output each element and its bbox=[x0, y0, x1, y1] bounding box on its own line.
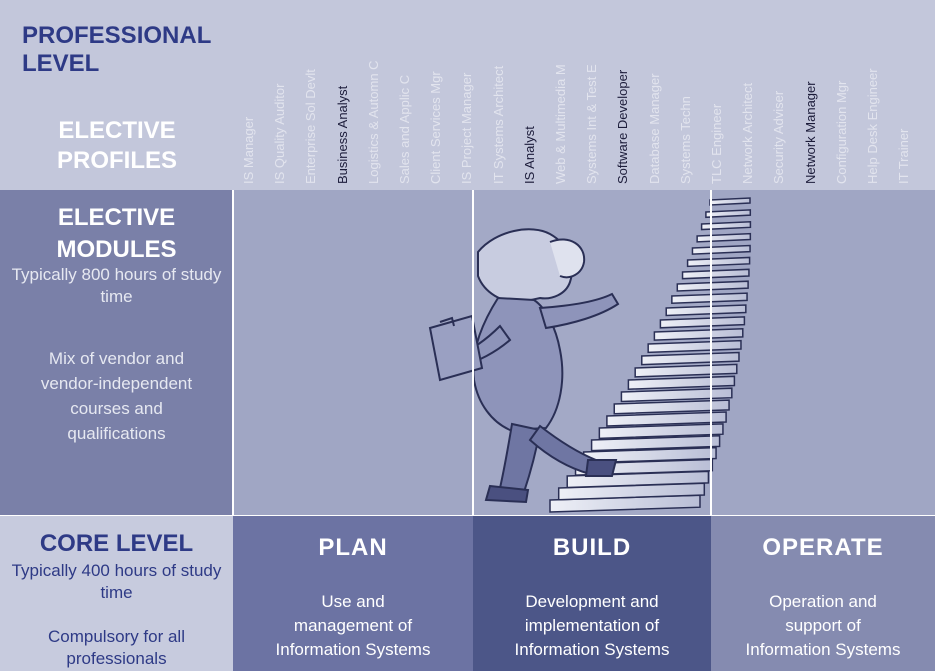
stair-step bbox=[676, 280, 749, 292]
stair-step bbox=[620, 387, 733, 403]
elective-profile-label: Database Manager bbox=[646, 73, 662, 184]
plan-elective-area bbox=[233, 190, 473, 516]
stair-step bbox=[653, 327, 744, 341]
stair-step bbox=[598, 423, 724, 440]
plan-title: PLAN bbox=[318, 534, 388, 561]
elective-profile-label: Configuration Mgr bbox=[833, 80, 849, 184]
core-level-subtitle: Typically 400 hours of study time bbox=[11, 561, 222, 602]
stair-step bbox=[606, 411, 727, 427]
stair-step bbox=[641, 351, 740, 366]
elective-profile-label: IS Project Manager bbox=[459, 72, 475, 184]
build-title: BUILD bbox=[552, 534, 632, 561]
professional-level-header: PROFESSIONAL LEVEL ELECTIVE PROFILES bbox=[0, 0, 233, 190]
elective-profile-label: Network Manager bbox=[802, 81, 818, 184]
elective-profile-label: Sales and Applic C bbox=[397, 74, 412, 184]
elective-profiles-list: IS Manager IS Quality Auditor Enterprise S… bbox=[233, 0, 935, 190]
column-separator bbox=[710, 190, 712, 671]
elective-profile-label: Logistics & Automn C bbox=[365, 60, 381, 184]
stair-step bbox=[705, 209, 752, 219]
stair-step bbox=[659, 316, 746, 329]
stair-step bbox=[634, 363, 738, 378]
elective-profile-label: Systems Techn bbox=[677, 96, 693, 184]
plan-core-panel: PLAN Use and management of Information S… bbox=[233, 516, 473, 671]
stair-step bbox=[590, 434, 721, 452]
elective-profile-label: Software Developer bbox=[615, 69, 631, 184]
elective-profile-label: Client Services Mgr bbox=[428, 71, 444, 184]
elective-modules-title: ELECTIVE MODULES bbox=[56, 204, 177, 263]
elective-profile-label: Web & Multimedia M bbox=[553, 64, 568, 184]
operate-description: Operation and support of Information Sys… bbox=[745, 592, 901, 659]
stair-step bbox=[700, 220, 752, 231]
column-separator bbox=[232, 190, 234, 671]
elective-profile-label: Network Architect bbox=[740, 82, 756, 184]
elective-profile-label: Enterprise Sol Devlt bbox=[303, 69, 319, 184]
plan-description: Use and management of Information System… bbox=[275, 592, 431, 659]
stair-step bbox=[613, 399, 730, 415]
elective-profiles-title: ELECTIVE PROFILES bbox=[56, 117, 177, 174]
stair-step bbox=[691, 244, 751, 255]
operate-elective-area bbox=[711, 190, 935, 516]
professional-level-title: PROFESSIONAL LEVEL bbox=[22, 22, 212, 77]
stair-step bbox=[671, 292, 748, 305]
column-separator bbox=[472, 190, 474, 671]
elective-profile-label: Business Analyst bbox=[334, 85, 350, 184]
elective-profile-label: IS Manager bbox=[241, 116, 256, 184]
stair-step bbox=[709, 197, 751, 206]
elective-profile-label: Help Desk Engineer bbox=[865, 68, 880, 184]
elective-profile-label: TLC Engineer bbox=[709, 103, 724, 184]
businessman-figure bbox=[428, 228, 620, 504]
elective-modules-mix: Mix of vendor and vendor-independent cou… bbox=[40, 349, 193, 443]
elective-profile-label: Systems Int & Test E bbox=[584, 64, 600, 184]
elective-profile-label: IS Quality Auditor bbox=[272, 83, 288, 184]
elective-profile-label: Security Adviser bbox=[771, 90, 787, 184]
core-level-panel: CORE LEVEL Typically 400 hours of study … bbox=[0, 516, 233, 671]
core-level-title: CORE LEVEL bbox=[39, 530, 194, 557]
elective-profile-label: IS Analyst bbox=[521, 126, 537, 184]
elective-modules-panel: ELECTIVE MODULES Typically 800 hours of … bbox=[0, 190, 233, 516]
stair-step bbox=[686, 256, 751, 268]
operate-core-panel: OPERATE Operation and support of Informa… bbox=[711, 516, 935, 671]
elective-profile-label: IT Trainer bbox=[896, 128, 912, 184]
stair-step bbox=[665, 304, 747, 317]
businessman-climbing-stairs-illustration bbox=[428, 197, 752, 513]
operate-title: OPERATE bbox=[762, 534, 884, 561]
elective-modules-subtitle: Typically 800 hours of study time bbox=[11, 265, 222, 306]
stair-step bbox=[696, 232, 752, 243]
stair-step bbox=[647, 339, 742, 354]
build-core-panel: BUILD Development and implementation of … bbox=[473, 516, 711, 671]
stair-step bbox=[681, 268, 750, 280]
build-description: Development and implementation of Inform… bbox=[514, 592, 670, 659]
elective-profile-label: IT Systems Architect bbox=[490, 65, 506, 184]
stair-step bbox=[627, 375, 736, 390]
core-level-compulsory: Compulsory for all professionals bbox=[48, 627, 185, 668]
